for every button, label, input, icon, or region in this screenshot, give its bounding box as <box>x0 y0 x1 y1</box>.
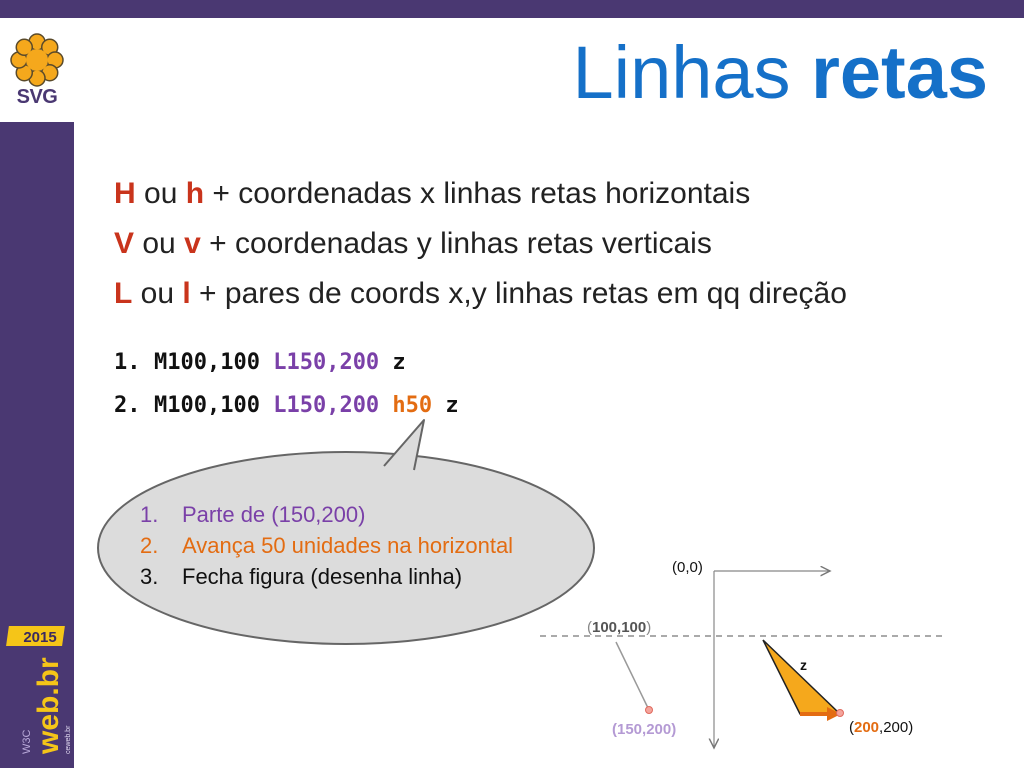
rule-cmd-upper: V <box>114 227 135 260</box>
bubble-item-number: 1. <box>140 502 159 527</box>
rule-or: ou <box>132 277 183 310</box>
code-move: M100,100 <box>154 350 274 375</box>
badge-year: 2015 <box>23 629 56 646</box>
code-line-2: 2. M100,100 L150,200 h50 z <box>114 393 459 436</box>
rule-cmd-lower: v <box>184 227 201 260</box>
point-150-200 <box>645 706 653 714</box>
code-number: 2. <box>114 393 141 418</box>
rule-cmd-lower: l <box>182 277 191 310</box>
point-200-rest: ,200) <box>879 719 913 736</box>
h50-arrowhead <box>827 707 841 721</box>
point-100-100-label: (100,100) <box>587 619 651 636</box>
left-sidebar <box>0 122 74 768</box>
top-bar <box>0 0 1024 18</box>
svg-flower-icon <box>10 33 64 87</box>
title-normal: Linhas <box>572 31 812 114</box>
point-200-x: 200 <box>854 719 879 736</box>
paren-open: ( <box>849 719 854 736</box>
rule-or: ou <box>134 227 185 260</box>
rules-list: H ou h + coordenadas x linhas retas hori… <box>114 177 847 327</box>
rule-text: + pares de coords x,y linhas retas em qq… <box>190 277 847 310</box>
badge-brand: web.br <box>32 657 65 755</box>
rule-cmd-upper: H <box>114 177 136 210</box>
title-bold: retas <box>811 31 988 114</box>
bubble-item-number: 3. <box>140 564 159 589</box>
point-150-200-label: (150,200) <box>612 721 676 738</box>
rule-h: H ou h + coordenadas x linhas retas hori… <box>114 177 847 227</box>
rule-cmd-lower: h <box>185 177 205 210</box>
bubble-item-2: 2. Avança 50 unidades na horizontal <box>140 533 513 564</box>
code-examples: 1. M100,100 L150,200 z 2. M100,100 L150,20… <box>114 350 459 436</box>
rule-or: ou <box>135 177 186 210</box>
rule-text: + coordenadas x linhas retas horizontais <box>204 177 751 210</box>
logo-text: SVG <box>16 86 58 108</box>
coordinate-diagram: (0,0) (100,100) (150,200) (200,200) z <box>540 559 942 758</box>
code-line-cmd: L150,200 <box>273 350 380 375</box>
rule-cmd-upper: L <box>114 277 133 310</box>
bubble-item-text: Fecha figura (desenha linha) <box>182 564 463 589</box>
point-200-200-label: (200,200) <box>849 719 913 736</box>
bubble-item-text: Avança 50 unidades na horizontal <box>182 533 514 558</box>
page-title: Linhas retas <box>572 30 988 115</box>
origin-label: (0,0) <box>672 559 703 576</box>
speech-bubble <box>97 419 595 645</box>
leader-line <box>615 641 649 709</box>
triangle <box>762 639 842 715</box>
bubble-item-1: 1. Parte de (150,200) <box>140 502 513 533</box>
bubble-item-text: Parte de (150,200) <box>182 502 366 527</box>
z-label: z <box>800 657 807 673</box>
point-200-200 <box>836 709 844 717</box>
badge-w3c: W3C <box>21 730 33 755</box>
rule-text: + coordenadas y linhas retas verticais <box>200 227 712 260</box>
paren-close: ) <box>646 619 651 636</box>
paren-open: ( <box>587 619 592 636</box>
bubble-item-number: 2. <box>140 533 159 558</box>
badge-sub: ceweb.br <box>65 725 72 754</box>
code-close: z <box>432 393 459 418</box>
code-line-1: 1. M100,100 L150,200 z <box>114 350 459 393</box>
svg-logo: SVG <box>0 18 74 122</box>
code-move: M100,100 <box>154 393 274 418</box>
bubble-item-3: 3. Fecha figura (desenha linha) <box>140 564 513 595</box>
rule-l: L ou l + pares de coords x,y linhas reta… <box>114 277 847 327</box>
code-number: 1. <box>114 350 141 375</box>
webbr-2015-logo: 2015 W3C web.br ceweb.br <box>6 626 72 755</box>
code-horiz-cmd: h50 <box>379 393 433 418</box>
code-line-cmd: L150,200 <box>273 393 380 418</box>
code-close: z <box>379 350 406 375</box>
point-100-100-value: 100,100 <box>592 619 646 636</box>
rule-v: V ou v + coordenadas y linhas retas vert… <box>114 227 847 277</box>
bubble-list: 1. Parte de (150,200) 2. Avança 50 unidade… <box>140 502 513 595</box>
